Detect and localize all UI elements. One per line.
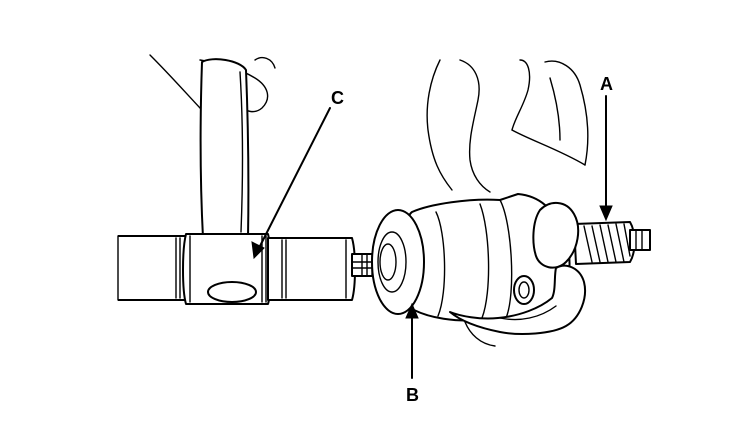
right-hand-upper — [426, 59, 589, 193]
label-b: B — [406, 385, 419, 405]
gear-unit-b — [371, 193, 571, 322]
leader-c — [251, 107, 331, 260]
coupling-c — [182, 233, 272, 305]
tool-handle — [199, 58, 250, 239]
label-a: A — [600, 74, 613, 94]
leader-b — [405, 302, 419, 379]
right-hand-lower — [449, 202, 586, 347]
horizontal-shaft — [117, 235, 193, 301]
adapter-sleeve — [267, 237, 356, 301]
pinion-gear-a — [573, 221, 651, 265]
label-c: C — [331, 88, 344, 108]
leader-a — [599, 95, 613, 222]
